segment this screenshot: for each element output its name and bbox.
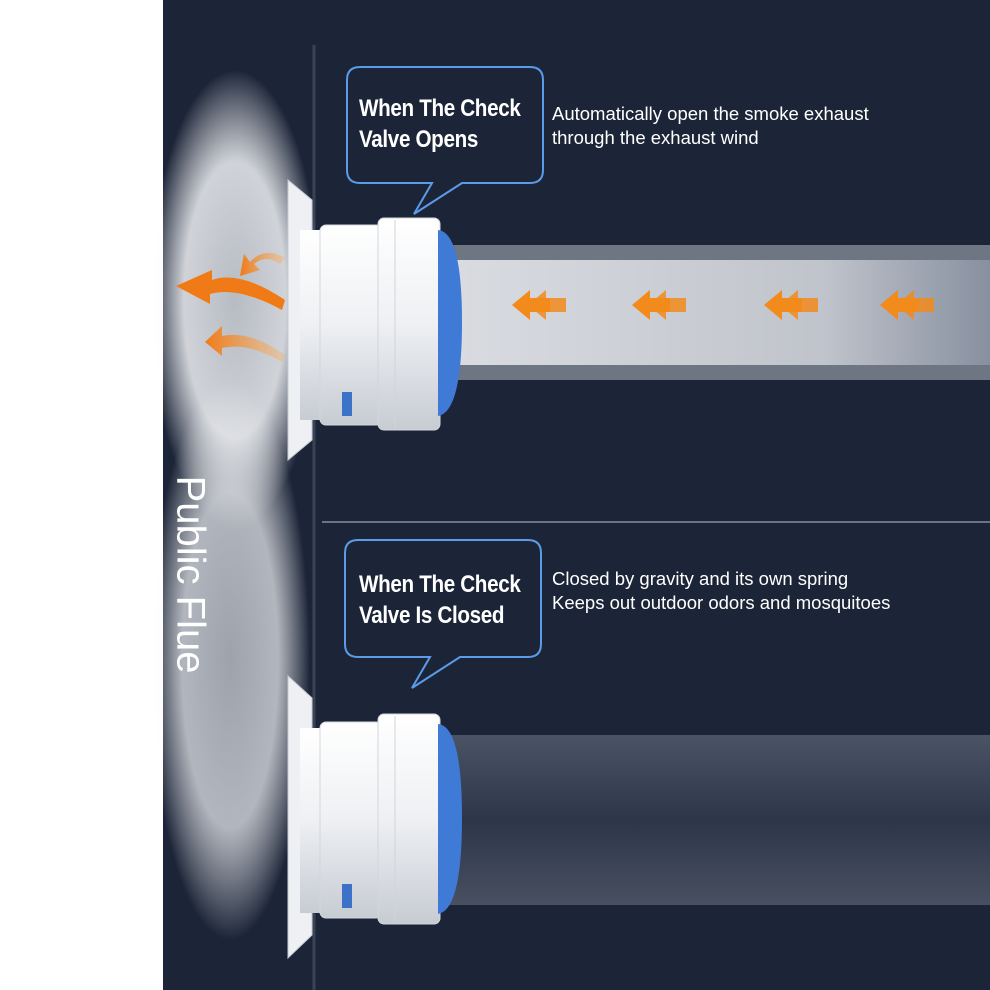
callout-bubble xyxy=(346,66,544,215)
bottom-description: Closed by gravity and its own spring Kee… xyxy=(552,567,890,615)
top-bubble-title-line1: When The Check xyxy=(359,95,521,122)
top-bubble-title-line2: Valve Opens xyxy=(359,126,478,153)
airflow-chevron-icon xyxy=(512,290,566,320)
top-description: Automatically open the smoke exhaust thr… xyxy=(552,102,869,150)
flue-smoke-bottom xyxy=(150,380,310,940)
top-bubble-title: When The Check Valve Opens xyxy=(359,93,521,155)
check-valve-icon xyxy=(287,674,462,960)
smoke-arrow-icon xyxy=(176,252,285,362)
airflow-chevron-icon xyxy=(632,290,686,320)
bottom-description-line2: Keeps out outdoor odors and mosquitoes xyxy=(552,592,891,613)
airflow-chevron-icon xyxy=(880,290,934,320)
public-flue-label: Public Flue xyxy=(168,475,213,674)
bottom-duct xyxy=(440,735,990,905)
bottom-bubble-title-line1: When The Check xyxy=(359,571,521,598)
bottom-description-line1: Closed by gravity and its own spring xyxy=(552,568,849,589)
callout-bubble xyxy=(344,539,542,689)
bottom-bubble-title-line2: Valve Is Closed xyxy=(359,602,505,629)
top-description-line1: Automatically open the smoke exhaust xyxy=(552,103,869,124)
airflow-chevron-icon xyxy=(764,290,818,320)
top-description-line2: through the exhaust wind xyxy=(552,127,759,148)
check-valve-icon xyxy=(287,178,462,462)
bottom-bubble-title: When The Check Valve Is Closed xyxy=(359,569,521,631)
top-duct-smoke xyxy=(440,260,990,365)
